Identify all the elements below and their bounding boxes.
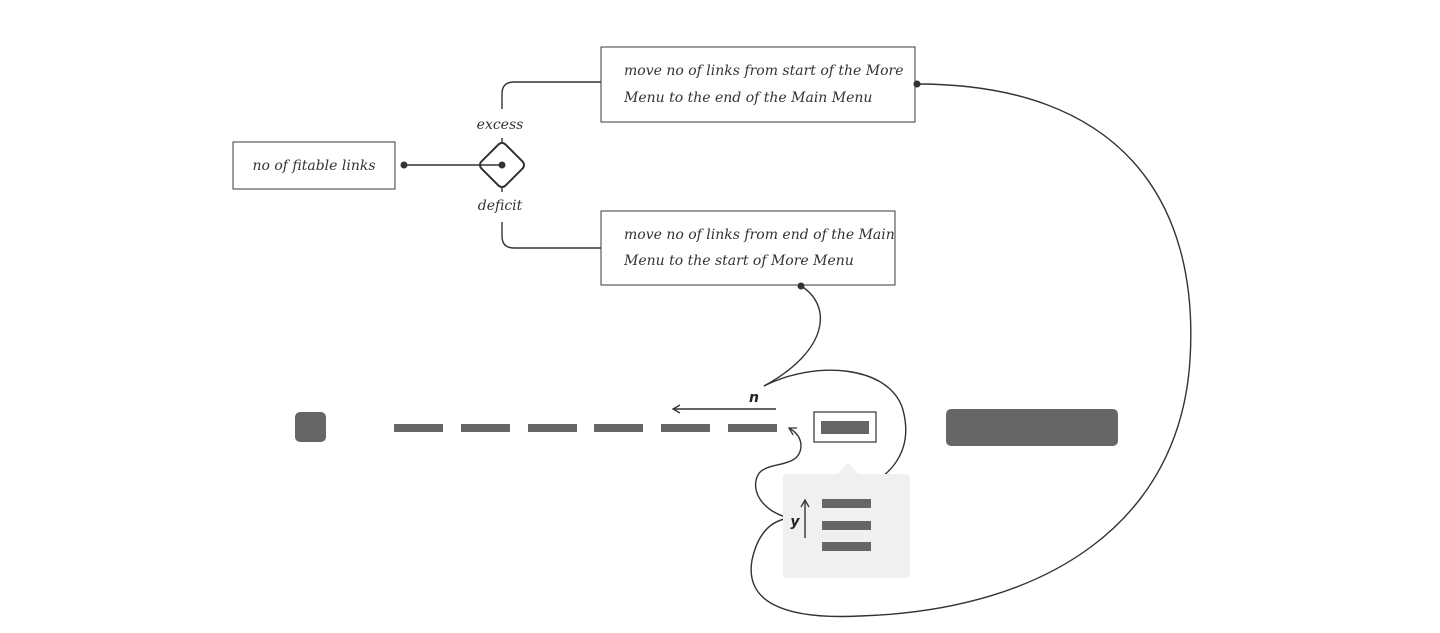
- flag-no: n: [749, 390, 759, 406]
- cta-button[interactable]: [946, 409, 1118, 446]
- main-menu-link[interactable]: [461, 424, 510, 432]
- flag-yes: y: [790, 514, 800, 530]
- node-deficit-action: move no of links from end of the Main Me…: [600, 210, 896, 286]
- connector-decision-to-excess: [501, 81, 601, 109]
- connector-deficit-curve: [763, 282, 822, 387]
- main-menu-link[interactable]: [728, 424, 777, 432]
- branch-label-excess: excess: [477, 117, 524, 133]
- more-menu-button[interactable]: [813, 411, 877, 443]
- connector-y-to-main-menu: [754, 427, 802, 519]
- main-menu-link[interactable]: [594, 424, 643, 432]
- main-menu-link[interactable]: [661, 424, 710, 432]
- node-fitable-links-label: no of fitable links: [252, 158, 375, 174]
- main-menu: [295, 409, 1118, 446]
- node-excess-action-line1: move no of links from start of the More: [624, 63, 904, 79]
- branch-label-deficit: deficit: [478, 198, 523, 214]
- more-menu-dropdown: [783, 462, 910, 578]
- connector-excess-loop: [750, 80, 1192, 618]
- node-excess-action-line2: Menu to the end of the Main Menu: [623, 90, 872, 106]
- more-menu-link[interactable]: [822, 521, 871, 530]
- node-fitable-links: no of fitable links: [232, 141, 396, 190]
- logo-placeholder: [295, 412, 326, 442]
- main-menu-link[interactable]: [394, 424, 443, 432]
- node-deficit-action-line1: move no of links from end of the Main: [624, 227, 895, 243]
- node-deficit-action-line2: Menu to the start of More Menu: [623, 253, 854, 269]
- connector-decision-to-deficit: [501, 222, 601, 249]
- node-excess-action: move no of links from start of the More …: [600, 46, 916, 123]
- more-menu-link[interactable]: [822, 499, 871, 508]
- connector-fitable-to-decision: [400, 161, 502, 169]
- more-menu-link[interactable]: [822, 542, 871, 551]
- main-menu-link[interactable]: [528, 424, 577, 432]
